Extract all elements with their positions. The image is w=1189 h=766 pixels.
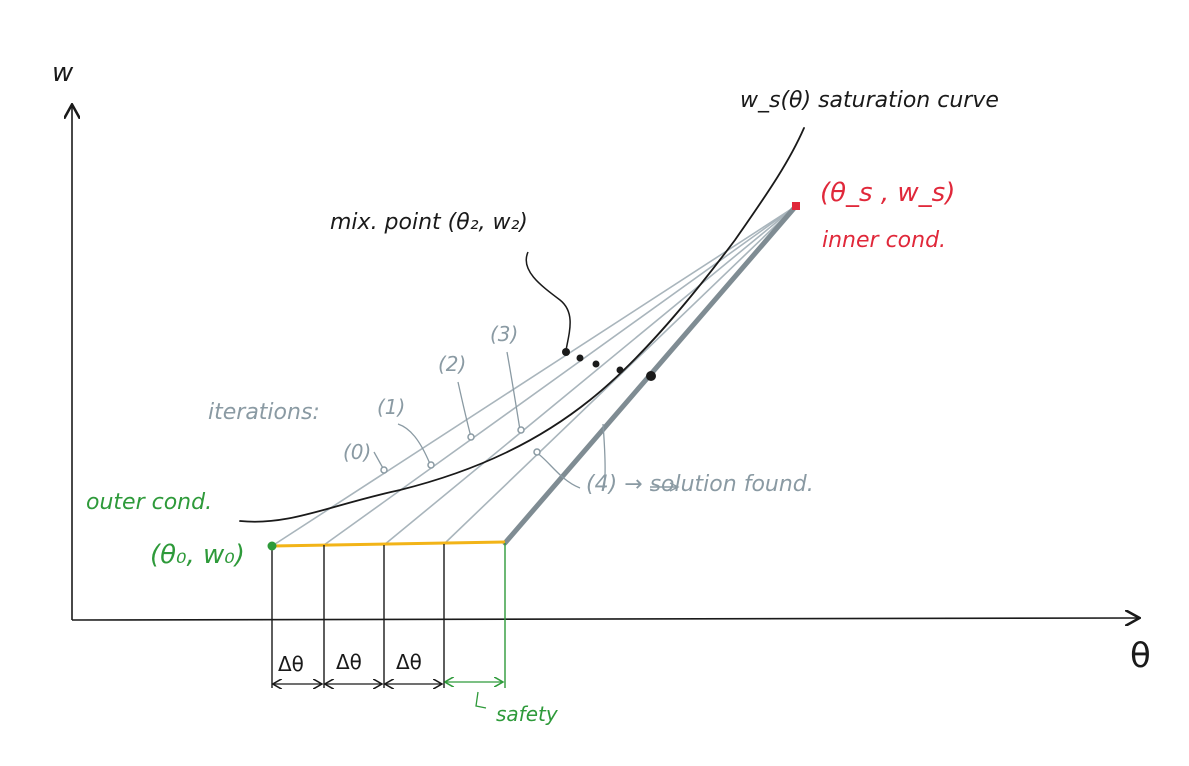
y-axis-label: w: [52, 58, 74, 88]
safety-brace: [475, 691, 487, 709]
x-axis-label: θ: [1130, 636, 1151, 676]
outer-point-marker: [267, 541, 277, 551]
inner-point-marker: [792, 202, 800, 210]
saturation-curve-label: w_s(θ) saturation curve: [740, 88, 999, 113]
iteration-1-label: (1): [377, 395, 406, 419]
outer-cond-label: outer cond.: [86, 490, 213, 515]
delta-verticals: [271, 544, 445, 688]
iteration-line-3: [443, 205, 797, 545]
saturation-curve: [239, 127, 805, 523]
iteration-3-label: (3): [490, 322, 519, 346]
safety-label: safety: [496, 702, 558, 726]
iteration-points: [380, 426, 541, 474]
x-axis: [71, 618, 1138, 620]
iteration-2-label: (2): [438, 352, 467, 376]
delta-theta-1: Δθ: [278, 652, 304, 676]
solution-found-label: (4) → solution found.: [586, 472, 814, 497]
inner-point-label: (θ_s , w_s): [820, 178, 956, 208]
mix-points: [562, 348, 656, 381]
base-line: [271, 540, 506, 548]
mix-point-label: mix. point (θ₂, w₂): [330, 210, 528, 235]
iteration-0-label: (0): [343, 440, 372, 464]
mix-point-leader: [525, 251, 571, 351]
iterations-label: iterations:: [208, 400, 320, 425]
solution-arrow: [650, 482, 680, 492]
outer-point-label: (θ₀, w₀): [150, 540, 245, 570]
iteration-line-2: [383, 205, 797, 546]
delta-theta-3: Δθ: [396, 650, 422, 674]
delta-theta-2: Δθ: [336, 650, 362, 674]
iteration-line-0: [271, 205, 797, 547]
inner-cond-label: inner cond.: [822, 228, 947, 253]
